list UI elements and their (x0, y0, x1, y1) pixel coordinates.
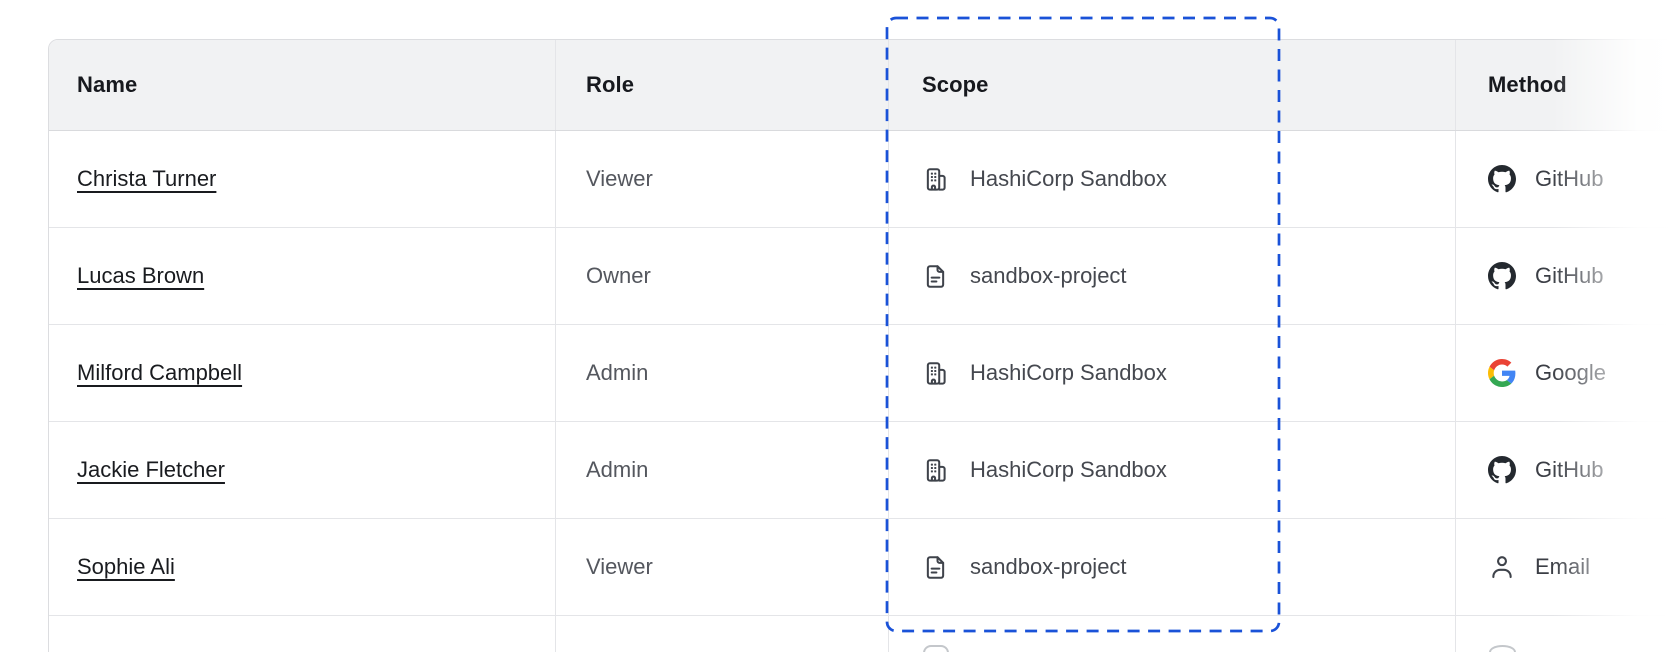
member-role-cell: Viewer (555, 131, 888, 227)
member-scope: HashiCorp Sandbox (970, 457, 1167, 482)
member-scope-cell: HashiCorp Sandbox (888, 131, 1455, 227)
github-icon (1488, 165, 1516, 193)
member-scope: sandbox-project (970, 263, 1127, 288)
member-name-cell: Sophie Ali (49, 519, 555, 615)
file-icon (922, 554, 949, 581)
github-icon (1488, 262, 1516, 290)
member-method: GitHub (1535, 263, 1604, 288)
building-icon (922, 360, 949, 387)
member-name-link[interactable]: Christa Turner (77, 166, 217, 191)
member-method: Google (1535, 360, 1606, 385)
member-role: Owner (586, 263, 651, 288)
member-role: Viewer (586, 554, 653, 579)
column-header-method: Method (1455, 40, 1672, 130)
person-icon (1488, 553, 1516, 581)
github-icon (1488, 456, 1516, 484)
table-row: Lucas Brown Owner sandbox-project GitHub (49, 228, 1672, 325)
member-scope: sandbox-project (970, 554, 1127, 579)
member-scope: HashiCorp Sandbox (970, 166, 1167, 191)
member-name-cell: Jackie Fletcher (49, 422, 555, 518)
member-role-cell: Admin (555, 325, 888, 421)
partial-role-cell (555, 616, 888, 652)
google-icon (1488, 359, 1516, 387)
table-row: Sophie Ali Viewer sandbox-project Email (49, 519, 1672, 616)
member-role-cell: Admin (555, 422, 888, 518)
members-table: Name Role Scope Method Christa Turner Vi… (48, 39, 1672, 652)
column-header-role: Role (555, 40, 888, 130)
partial-name-cell (49, 616, 555, 652)
building-icon (922, 457, 949, 484)
partial-scope-cell (888, 616, 1455, 652)
table-body: Christa Turner Viewer HashiCorp Sandbox … (49, 131, 1672, 616)
table-header-row: Name Role Scope Method (49, 40, 1672, 131)
member-scope-cell: HashiCorp Sandbox (888, 325, 1455, 421)
member-method-cell: GitHub (1455, 228, 1672, 324)
member-scope-cell: HashiCorp Sandbox (888, 422, 1455, 518)
table-row: Milford Campbell Admin HashiCorp Sandbox… (49, 325, 1672, 422)
member-method-cell: GitHub (1455, 422, 1672, 518)
member-role-cell: Owner (555, 228, 888, 324)
member-role: Viewer (586, 166, 653, 191)
column-header-name: Name (77, 72, 138, 97)
member-name-link[interactable]: Sophie Ali (77, 554, 175, 579)
partial-method-icon (1489, 645, 1516, 652)
member-name-cell: Lucas Brown (49, 228, 555, 324)
member-method: GitHub (1535, 457, 1604, 482)
member-role-cell: Viewer (555, 519, 888, 615)
member-role: Admin (586, 457, 649, 482)
partial-method-cell (1455, 616, 1672, 652)
member-name-link[interactable]: Jackie Fletcher (77, 457, 225, 482)
building-icon (922, 166, 949, 193)
file-icon (922, 263, 949, 290)
member-name-cell: Milford Campbell (49, 325, 555, 421)
table-row: Christa Turner Viewer HashiCorp Sandbox … (49, 131, 1672, 228)
member-method: GitHub (1535, 166, 1604, 191)
member-scope-cell: sandbox-project (888, 228, 1455, 324)
partial-scope-icon (923, 645, 949, 652)
table-row: Jackie Fletcher Admin HashiCorp Sandbox … (49, 422, 1672, 519)
member-method-cell: GitHub (1455, 131, 1672, 227)
member-name-link[interactable]: Milford Campbell (77, 360, 243, 385)
member-scope: HashiCorp Sandbox (970, 360, 1167, 385)
member-method-cell: Google (1455, 325, 1672, 421)
member-role: Admin (586, 360, 649, 385)
column-header-scope: Scope (888, 40, 1455, 130)
member-method: Email (1535, 554, 1591, 579)
member-name-link[interactable]: Lucas Brown (77, 263, 205, 288)
member-scope-cell: sandbox-project (888, 519, 1455, 615)
member-name-cell: Christa Turner (49, 131, 555, 227)
table-row-partial (49, 616, 1672, 652)
member-method-cell: Email (1455, 519, 1672, 615)
